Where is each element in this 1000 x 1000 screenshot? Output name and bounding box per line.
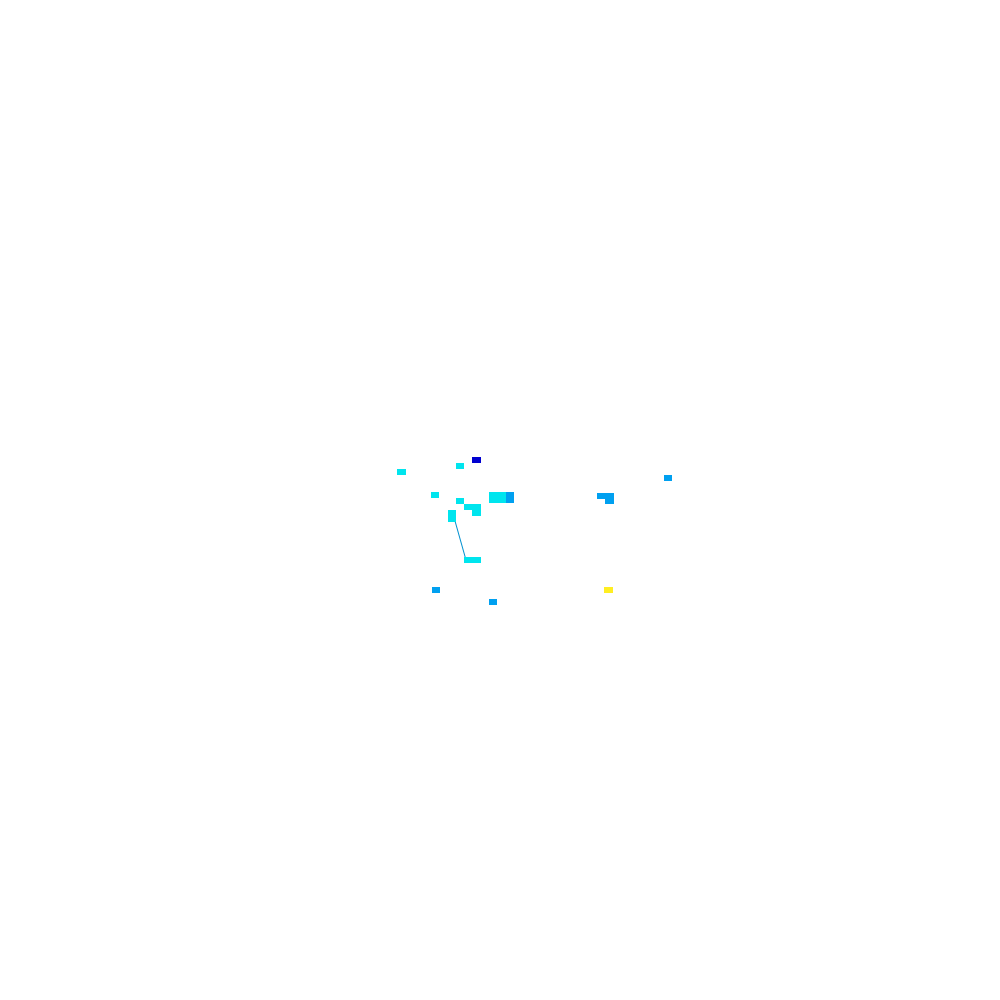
pixel-block-light-blue bbox=[597, 493, 609, 499]
pixel-block-light-blue bbox=[506, 492, 514, 503]
pixel-block-light-blue bbox=[489, 599, 497, 605]
pixel-block-cyan bbox=[489, 492, 507, 503]
pixel-block-cyan bbox=[397, 469, 406, 475]
pixel-block-cyan bbox=[464, 557, 481, 563]
pixel-block-dark-blue bbox=[472, 457, 481, 463]
pixel-block-cyan bbox=[456, 463, 464, 469]
pixel-block-yellow bbox=[604, 587, 613, 593]
connector-line bbox=[454, 520, 467, 561]
pixel-block-cyan bbox=[448, 510, 456, 522]
pixel-block-cyan bbox=[456, 498, 464, 504]
pixel-block-cyan bbox=[472, 504, 481, 516]
pixel-block-light-blue bbox=[664, 475, 672, 481]
pixel-block-light-blue bbox=[605, 493, 614, 504]
pixel-block-cyan bbox=[431, 492, 439, 498]
pixel-block-light-blue bbox=[432, 587, 440, 593]
